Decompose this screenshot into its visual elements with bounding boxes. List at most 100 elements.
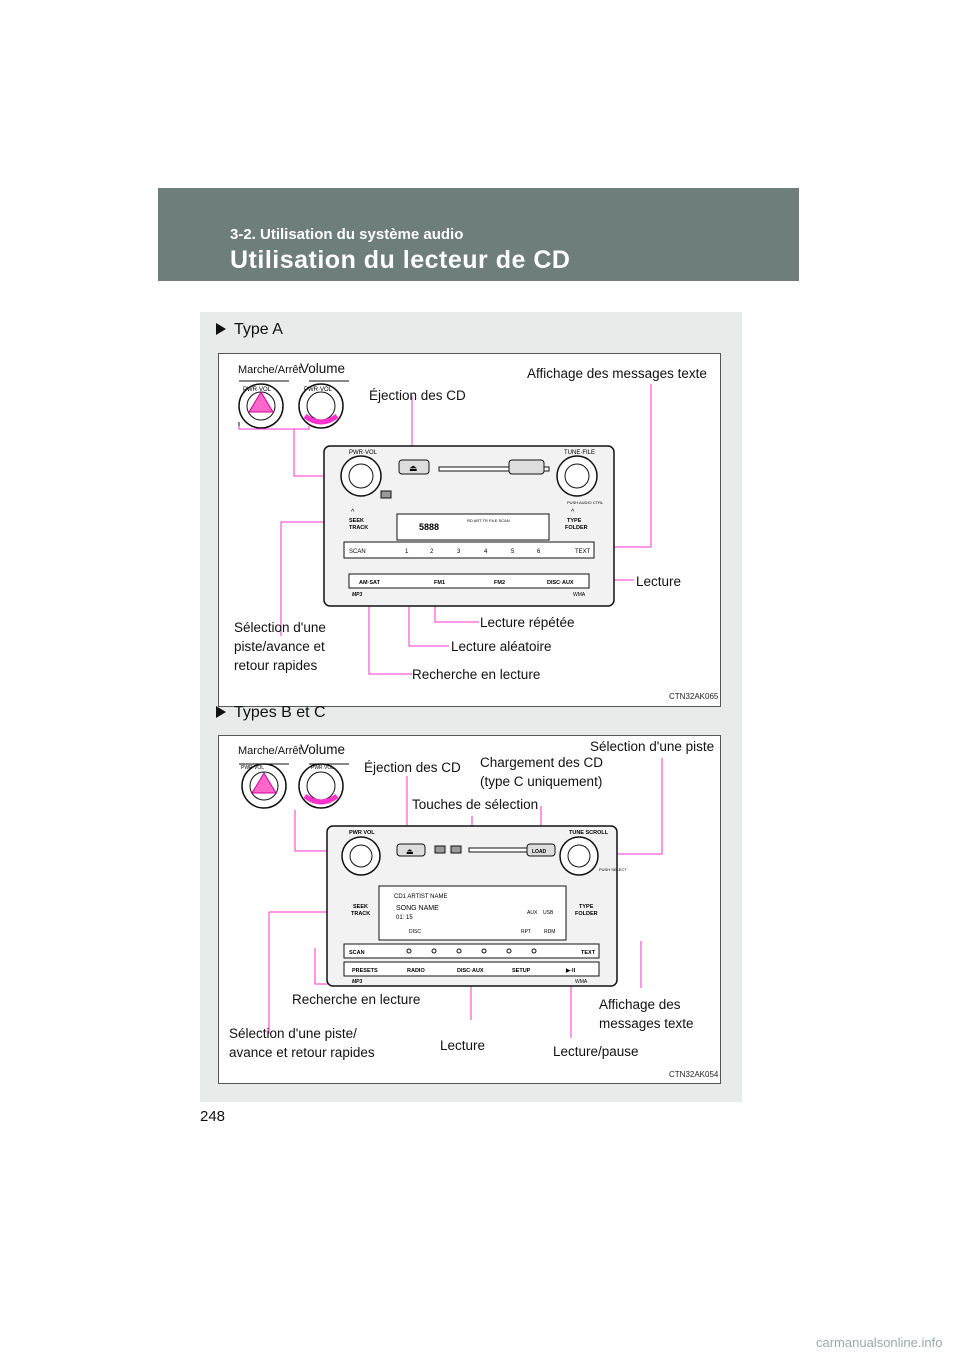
- label-eject-a: Éjection des CD: [369, 388, 466, 403]
- radio-a-type-label: TYPE: [567, 518, 582, 524]
- radio-unit-b: PWR VOL TUNE SCROLL PUSH SELECT ⏏ LOAD C…: [326, 825, 627, 987]
- label-volume-a: Volume: [300, 361, 346, 376]
- mp3-logo: MP3: [352, 592, 363, 598]
- radio-b-push-label: PUSH SELECT: [599, 867, 627, 872]
- label-load-b-line1: Chargement des CD: [480, 755, 604, 770]
- radio-a-push-label: PUSH AUDIO CTRL: [567, 500, 604, 505]
- bottom-buttons-b: PRESETS RADIO DISC·AUX SETUP ▶·II: [352, 967, 576, 974]
- label-touches-b: Touches de sélection: [412, 797, 539, 812]
- type-a-heading-text: Type A: [234, 321, 283, 338]
- band-buttons-a: AM·SAT FM1 FM2 DISC·AUX: [359, 580, 574, 586]
- type-bc-heading-text: Types B et C: [234, 704, 326, 721]
- radio-b-seek-label: SEEK: [353, 904, 368, 910]
- figure-code-b: CTN32AK054: [669, 1070, 719, 1079]
- radio-a-seek-label: SEEK: [349, 518, 364, 524]
- watermark: carmanualsonline.info: [816, 1335, 943, 1350]
- power-knob-inset: [238, 380, 289, 429]
- type-a-heading: Type A: [216, 321, 283, 339]
- label-play-pause-b: Lecture/pause: [553, 1044, 639, 1059]
- preset-dots-b: [406, 948, 537, 954]
- band-fm1: FM1: [434, 580, 445, 586]
- display-aux: AUX: [527, 910, 538, 916]
- preset-3: 3: [457, 549, 461, 555]
- label-load-b-line2: (type C uniquement): [480, 774, 603, 789]
- page-number: 248: [200, 1108, 226, 1125]
- band-disc-aux: DISC·AUX: [547, 580, 574, 586]
- radio-b-tune-label: TUNE SCROLL: [569, 830, 609, 836]
- inset-pwr-text-b: PWR VOL: [241, 765, 264, 771]
- radio-b-folder-label: FOLDER: [575, 911, 598, 917]
- display-song-name: SONG NAME: [396, 905, 439, 912]
- label-play-a: Lecture: [636, 574, 682, 589]
- label-play-b: Lecture: [440, 1038, 486, 1053]
- radio-a-display-flags: RD ART TR FILE SCAN: [467, 518, 510, 523]
- volume-knob-inset-b: [298, 763, 349, 809]
- btn-presets: PRESETS: [352, 968, 378, 974]
- label-track-b-line2: avance et retour rapides: [229, 1045, 375, 1060]
- preset-2: 2: [430, 549, 434, 555]
- label-load-b: Chargement des CD (type C uniquement): [480, 753, 603, 791]
- label-text-display-b: Affichage des messages texte: [599, 995, 694, 1033]
- label-select-track-b: Sélection d'une piste: [590, 739, 715, 754]
- label-eject-b: Éjection des CD: [364, 760, 461, 775]
- eject-icon: ⏏: [406, 847, 414, 856]
- radio-unit-a: PWR·VOL TUNE·FILE PUSH AUDIO CTRL ⏏ 5888…: [323, 445, 615, 607]
- mp3-logo-b: MP3: [352, 979, 363, 985]
- power-knob-inset-b: [239, 763, 289, 809]
- chevron-up-icon: ^: [351, 509, 355, 516]
- preset-5: 5: [511, 549, 515, 555]
- chevron-up-icon: ^: [571, 509, 575, 516]
- display-rpt: RPT: [521, 929, 531, 935]
- type-a-figure: PWR·VOL PWR·VOL PWR·VOL TUNE·FILE PUSH A…: [218, 353, 721, 707]
- radio-a-scan-label: SCAN: [349, 549, 366, 555]
- section-title: 3-2. Utilisation du système audio: [230, 226, 464, 243]
- label-track-a-line2: piste/avance et: [234, 639, 325, 654]
- label-power-a: Marche/Arrêt: [238, 364, 302, 376]
- radio-a-pwr-label: PWR·VOL: [349, 450, 378, 456]
- label-scan-b: Recherche en lecture: [292, 992, 421, 1007]
- radio-a-display-digits: 5888: [419, 522, 439, 532]
- inset-pwr-text-a: PWR·VOL: [243, 387, 272, 393]
- radio-b-scan-label: SCAN: [349, 950, 365, 956]
- wma-logo: WMA: [573, 592, 586, 598]
- wma-logo-b: WMA: [575, 979, 588, 985]
- radio-b-pwr-label: PWR VOL: [349, 830, 375, 836]
- radio-a-track-label: TRACK: [349, 525, 368, 531]
- preset-buttons-a: 1 2 3 4 5 6: [405, 549, 541, 555]
- label-text-b-line1: Affichage des: [599, 997, 681, 1012]
- btn-play-pause: ▶·II: [565, 967, 576, 974]
- triangle-bullet-icon: [216, 706, 226, 718]
- radio-a-text-label: TEXT: [575, 549, 591, 555]
- inset-pwr-text-a2: PWR·VOL: [304, 387, 333, 393]
- btn-disc-aux: DISC·AUX: [457, 968, 484, 974]
- type-bc-figure: PWR VOL PWR VOL PWR VOL TUNE SCROLL PUSH…: [218, 735, 721, 1084]
- radio-b-track-label: TRACK: [351, 911, 370, 917]
- radio-b-load-label: LOAD: [532, 849, 547, 855]
- page-title: Utilisation du lecteur de CD: [230, 246, 571, 274]
- label-track-a: Sélection d'une piste/avance et retour r…: [234, 618, 326, 675]
- type-bc-heading: Types B et C: [216, 704, 326, 722]
- display-disc: DISC: [409, 929, 421, 935]
- btn-setup: SETUP: [512, 968, 531, 974]
- figure-code-a: CTN32AK065: [669, 692, 719, 701]
- label-track-b: Sélection d'une piste/ avance et retour …: [229, 1024, 375, 1062]
- radio-b-type-label: TYPE: [579, 904, 594, 910]
- label-scan-a: Recherche en lecture: [412, 667, 541, 682]
- band-am-sat: AM·SAT: [359, 580, 381, 586]
- btn-radio: RADIO: [407, 968, 425, 974]
- type-bc-diagram: PWR VOL PWR VOL PWR VOL TUNE SCROLL PUSH…: [239, 758, 663, 1038]
- display-rdm: RDM: [544, 929, 555, 935]
- type-a-diagram: PWR·VOL PWR·VOL PWR·VOL TUNE·FILE PUSH A…: [238, 380, 652, 675]
- radio-a-folder-label: FOLDER: [565, 525, 588, 531]
- eject-icon: ⏏: [409, 463, 418, 473]
- display-cd-artist: CD1 ARTIST NAME: [394, 894, 447, 900]
- volume-knob-inset: [298, 380, 349, 429]
- label-track-a-line1: Sélection d'une: [234, 620, 326, 635]
- label-repeat-a: Lecture répétée: [480, 615, 575, 630]
- label-track-b-line1: Sélection d'une piste/: [229, 1026, 357, 1041]
- label-text-display-a: Affichage des messages texte: [527, 366, 707, 381]
- triangle-bullet-icon: [216, 323, 226, 335]
- chapter-header: 3-2. Utilisation du système audio Utilis…: [158, 188, 799, 281]
- display-usb: USB: [543, 910, 554, 916]
- label-text-b-line2: messages texte: [599, 1016, 694, 1031]
